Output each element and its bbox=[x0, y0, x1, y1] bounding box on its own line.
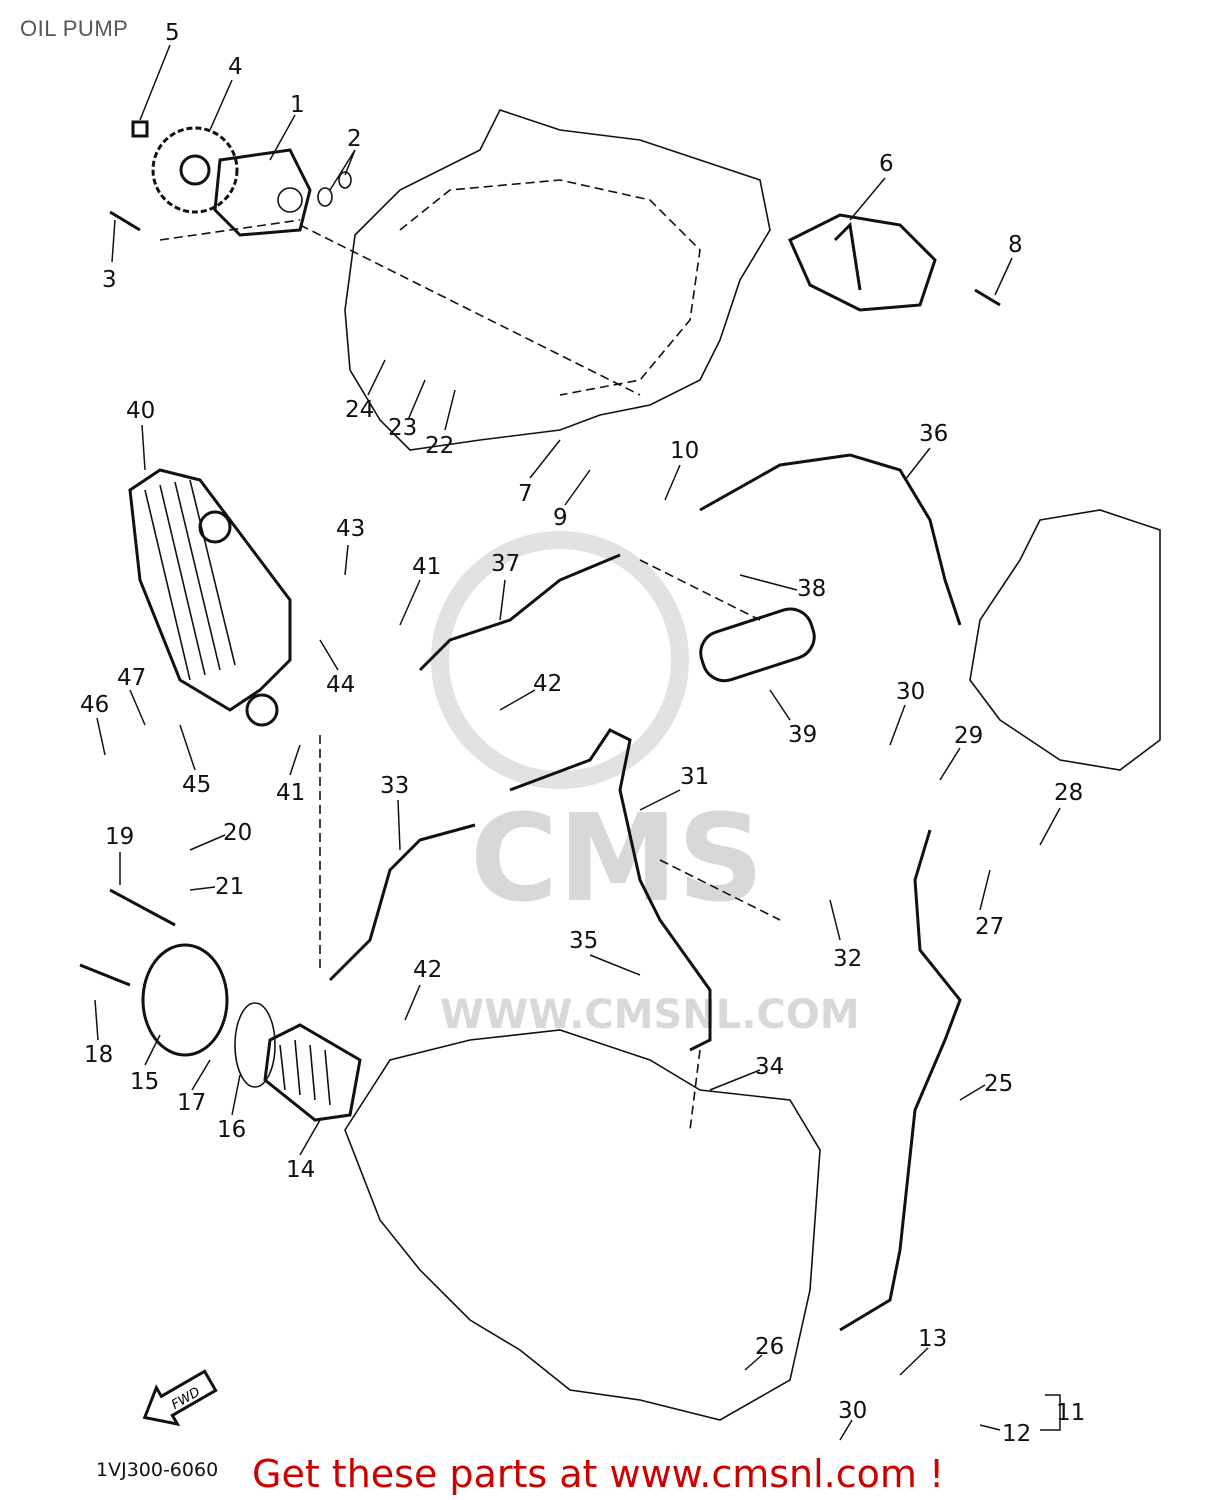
callout-label: 42 bbox=[413, 957, 442, 983]
callout-label: 9 bbox=[553, 505, 568, 531]
callout-label: 16 bbox=[217, 1117, 246, 1143]
callout-label: 36 bbox=[919, 421, 948, 447]
callout-label: 1 bbox=[290, 92, 305, 118]
callout-label: 13 bbox=[918, 1326, 947, 1352]
callout-label: 42 bbox=[533, 671, 562, 697]
callout-label: 8 bbox=[1008, 232, 1023, 258]
oil-filter-assembly bbox=[79, 888, 362, 1122]
oil-pipe-31 bbox=[509, 728, 712, 1052]
callout-label: 41 bbox=[276, 780, 305, 806]
callout-label: 33 bbox=[380, 773, 409, 799]
callout-label: 18 bbox=[84, 1042, 113, 1068]
callout-label: 45 bbox=[182, 772, 211, 798]
upper-crankcase-outline bbox=[344, 109, 771, 451]
watermark-url: WWW.CMSNL.COM bbox=[440, 992, 860, 1038]
callout-label: 5 bbox=[165, 20, 180, 46]
forward-arrow: FWD bbox=[142, 1369, 218, 1427]
callout-label: 4 bbox=[228, 54, 243, 80]
callout-label: 27 bbox=[975, 914, 1004, 940]
oil-pipe-36 bbox=[699, 453, 962, 626]
oil-pipe-33 bbox=[328, 823, 476, 982]
callout-label: 7 bbox=[518, 481, 533, 507]
callout-label: 39 bbox=[788, 722, 817, 748]
lower-crankcase-outline bbox=[344, 1029, 821, 1421]
callout-label: 24 bbox=[345, 397, 374, 423]
oil-pump-assembly bbox=[109, 120, 352, 237]
callout-label: 15 bbox=[130, 1069, 159, 1095]
callout-label: 35 bbox=[569, 928, 598, 954]
callout-label: 25 bbox=[984, 1071, 1013, 1097]
callout-label: 28 bbox=[1054, 780, 1083, 806]
callout-label: 20 bbox=[223, 820, 252, 846]
watermark: CMS WWW.CMSNL.COM bbox=[431, 531, 860, 1038]
oil-cooler bbox=[128, 468, 292, 727]
callout-label: 30 bbox=[838, 1398, 867, 1424]
callout-label: 22 bbox=[425, 433, 454, 459]
callout-label: 14 bbox=[286, 1157, 315, 1183]
callout-label: 34 bbox=[755, 1054, 784, 1080]
callout-label: 29 bbox=[954, 723, 983, 749]
callout-label: 3 bbox=[102, 267, 117, 293]
callouts: 5 4 1 2 3 6 8 24 23 22 7 9 10 36 40 43 4… bbox=[80, 20, 1085, 1447]
callout-label: 6 bbox=[879, 151, 894, 177]
callout-label: 41 bbox=[412, 554, 441, 580]
promo-link[interactable]: Get these parts at www.cmsnl.com ! bbox=[252, 1452, 945, 1496]
callout-label: 21 bbox=[215, 874, 244, 900]
callout-label: 26 bbox=[755, 1334, 784, 1360]
callout-label: 40 bbox=[126, 398, 155, 424]
callout-label: 11 bbox=[1056, 1400, 1085, 1426]
hose-39 bbox=[699, 607, 816, 683]
oil-strainer bbox=[788, 213, 1001, 312]
right-case-outline bbox=[969, 509, 1161, 771]
diagram-title: OIL PUMP bbox=[20, 16, 129, 41]
callout-label: 43 bbox=[336, 516, 365, 542]
upper-crankcase-inner bbox=[399, 179, 701, 396]
callout-label: 47 bbox=[117, 665, 146, 691]
callout-label: 17 bbox=[177, 1090, 206, 1116]
callout-label: 38 bbox=[797, 576, 826, 602]
callout-label: 23 bbox=[388, 415, 417, 441]
callout-label: 19 bbox=[105, 824, 134, 850]
diagram-code: 1VJ300-6060 bbox=[96, 1459, 219, 1481]
callout-label: 30 bbox=[896, 679, 925, 705]
assembly-line bbox=[159, 219, 781, 1131]
callout-label: 46 bbox=[80, 692, 109, 718]
callout-label: 12 bbox=[1002, 1421, 1031, 1447]
oil-pipe-37 bbox=[418, 553, 621, 672]
callout-label: 10 bbox=[670, 438, 699, 464]
callout-label: 2 bbox=[347, 126, 362, 152]
callout-label: 32 bbox=[833, 946, 862, 972]
watermark-brand: CMS bbox=[470, 790, 764, 929]
oil-pipe-25 bbox=[839, 829, 962, 1332]
callout-label: 37 bbox=[491, 551, 520, 577]
callout-label: 44 bbox=[326, 672, 355, 698]
callout-label: 31 bbox=[680, 764, 709, 790]
leader-lines bbox=[94, 44, 1061, 1441]
